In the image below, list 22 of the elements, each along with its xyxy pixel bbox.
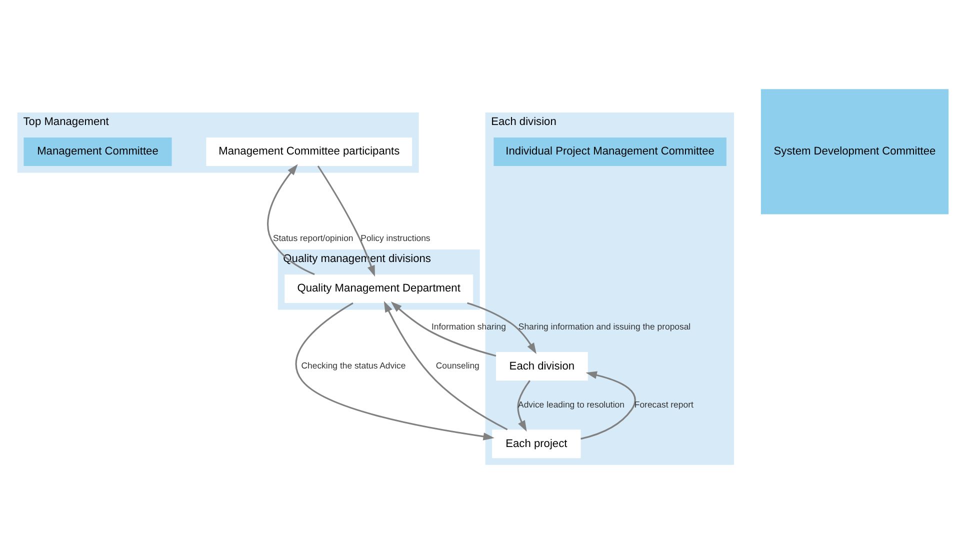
arrow xyxy=(317,166,375,277)
edge-label: Information sharing xyxy=(431,322,506,332)
node-box: Quality Management Department xyxy=(284,274,474,303)
node-box: Management Committee xyxy=(24,137,172,166)
arrow xyxy=(390,302,496,357)
arrow xyxy=(295,302,494,440)
node-box: System Development Committee xyxy=(760,89,949,214)
node-box: Each division xyxy=(496,352,588,381)
edge-label: Policy instructions xyxy=(360,233,430,244)
node-box: Management Committee participants xyxy=(206,137,412,166)
edge-label: Counseling xyxy=(436,360,480,371)
arrow xyxy=(267,164,315,276)
edge-label: Sharing information and issuing the proposal xyxy=(518,322,691,332)
arrow xyxy=(384,301,508,430)
node-box: Individual Project Management Committee xyxy=(494,137,726,166)
arrow xyxy=(517,380,530,432)
edge-label: Checking the status Advice xyxy=(301,360,406,371)
edge-label: Status report/opinion xyxy=(272,233,354,244)
arrow xyxy=(467,302,536,354)
arrow xyxy=(580,371,636,440)
node-box: Each project xyxy=(492,430,581,458)
edge-label: Forecast report xyxy=(634,399,694,410)
